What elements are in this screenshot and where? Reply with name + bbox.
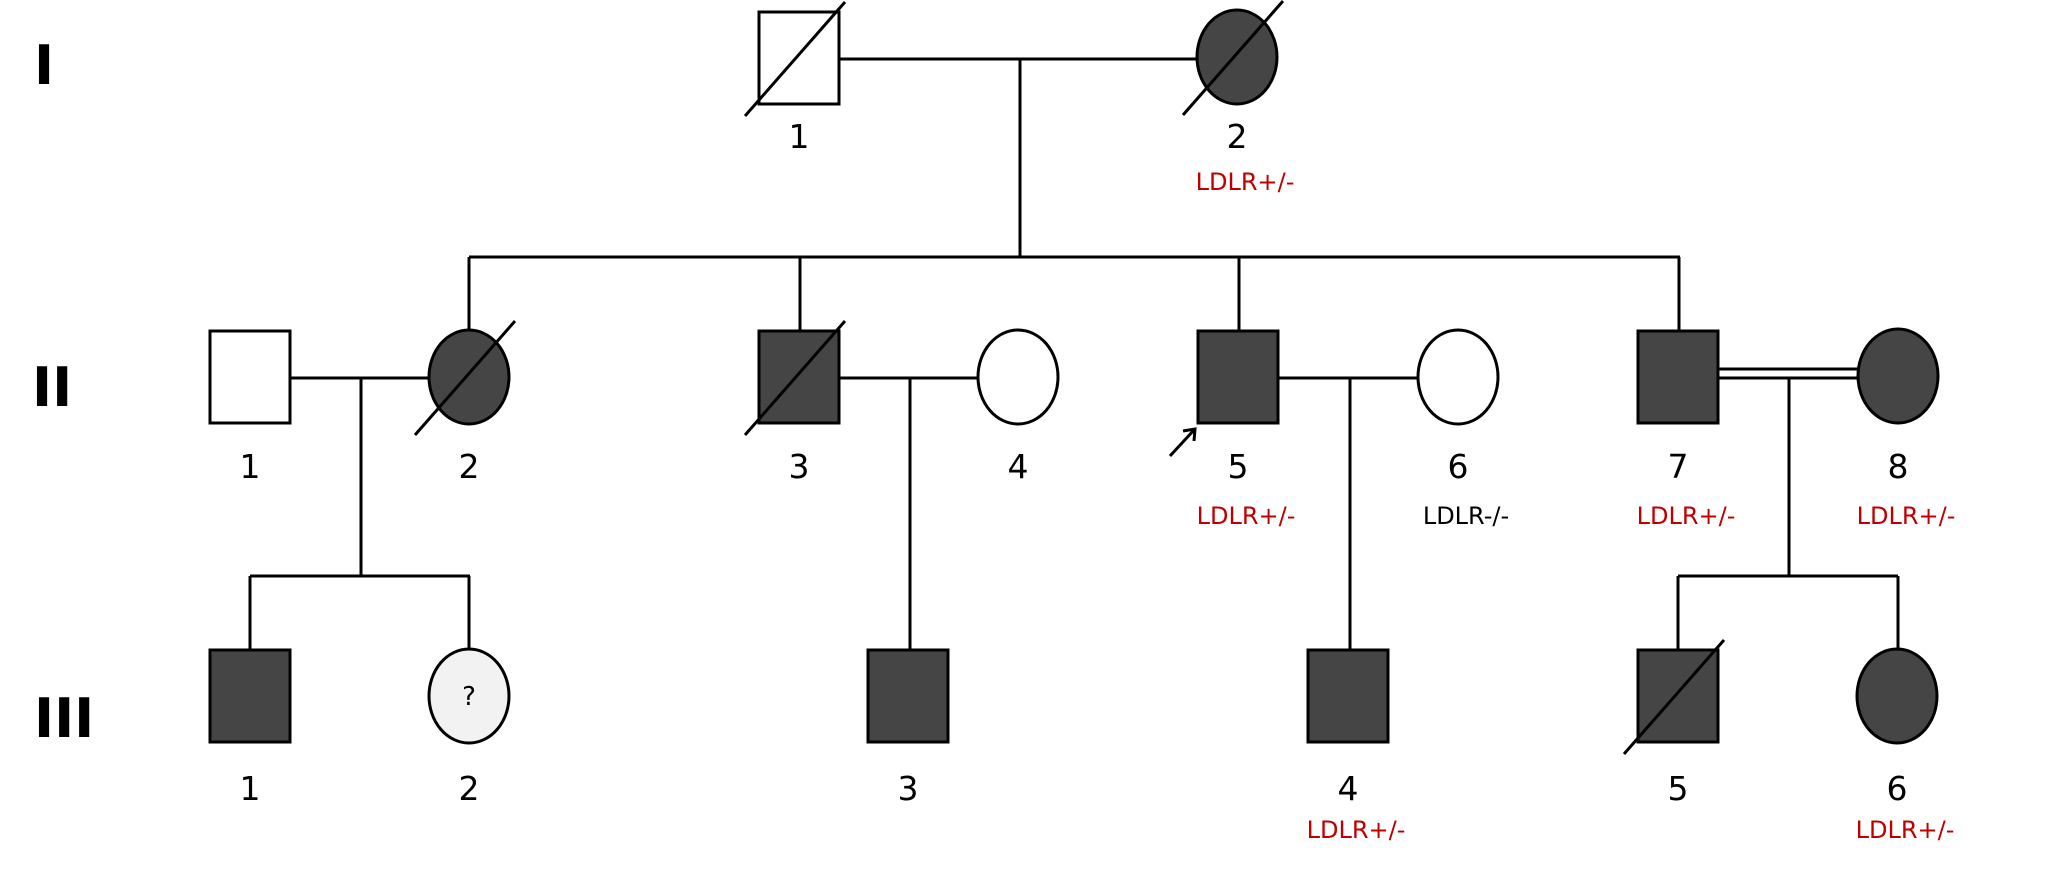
individual-iii-1: 1	[208, 648, 292, 808]
unknown-status-female-circle-icon	[427, 647, 511, 745]
unknown-status-mark: ?	[462, 682, 476, 712]
individual-number-label: 1	[789, 117, 810, 156]
individual-ii-4: 4	[976, 328, 1060, 486]
individual-number-label: 2	[1227, 117, 1248, 156]
individual-number-label: 6	[1448, 447, 1469, 486]
genotype-label: LDLR+/-	[1856, 816, 1955, 844]
generation-label-iii: III	[34, 687, 94, 750]
individual-number-label: 4	[1008, 447, 1029, 486]
individual-i-1: 1	[743, 1, 847, 156]
genotype-label: LDLR+/-	[1637, 502, 1736, 530]
genotype-label: LDLR-/-	[1423, 502, 1509, 530]
individual-iii-2: ?2	[427, 647, 511, 808]
affected-male-square-icon	[1306, 648, 1390, 744]
individual-ii-1: 1	[208, 329, 292, 486]
individual-number-label: 3	[898, 769, 919, 808]
genotype-label: LDLR+/-	[1857, 502, 1956, 530]
unaffected-male-square-icon	[208, 329, 292, 425]
individual-number-label: 6	[1887, 769, 1908, 808]
individual-number-label: 7	[1668, 447, 1689, 486]
individual-number-label: 1	[240, 447, 261, 486]
proband-arrow-icon	[1168, 428, 1196, 458]
affected-male-square-icon	[866, 648, 950, 744]
affected-male-square-icon	[208, 648, 292, 744]
individual-number-label: 5	[1228, 447, 1249, 486]
deceased-slash-icon	[413, 320, 517, 436]
individual-number-label: 4	[1338, 769, 1359, 808]
deceased-slash-icon	[743, 320, 847, 436]
unaffected-female-circle-icon	[976, 328, 1060, 426]
individual-number-label: 3	[789, 447, 810, 486]
genotype-label: LDLR+/-	[1196, 168, 1295, 196]
unaffected-male-square-icon	[757, 10, 841, 106]
individual-number-label: 8	[1888, 447, 1909, 486]
affected-female-circle-icon	[1856, 327, 1940, 425]
deceased-slash-icon	[1181, 0, 1285, 116]
individual-number-label: 2	[459, 769, 480, 808]
individual-iii-3: 3	[866, 648, 950, 808]
pedigree-lines	[248, 57, 1900, 649]
affected-female-circle-icon	[1855, 647, 1939, 745]
affected-female-circle-icon	[427, 328, 511, 426]
individual-ii-3: 3	[743, 320, 847, 486]
affected-male-square-icon	[1196, 329, 1280, 425]
unaffected-female-circle-icon	[1416, 328, 1500, 426]
deceased-slash-icon	[1622, 639, 1726, 755]
individual-number-label: 5	[1668, 769, 1689, 808]
genotype-label: LDLR+/-	[1197, 502, 1296, 530]
individual-iii-5: 5	[1622, 639, 1726, 808]
individual-number-label: 2	[459, 447, 480, 486]
generation-label-i: I	[34, 34, 54, 97]
individual-ii-2: 2	[413, 320, 517, 486]
affected-male-square-icon	[1636, 648, 1720, 744]
proband-arrowhead-icon	[1182, 427, 1197, 442]
affected-female-circle-icon	[1195, 8, 1279, 106]
generation-label-ii: II	[32, 356, 72, 419]
deceased-slash-icon	[743, 1, 847, 117]
individual-number-label: 1	[240, 769, 261, 808]
affected-male-square-icon	[757, 329, 841, 425]
genotype-label: LDLR+/-	[1307, 816, 1406, 844]
affected-male-square-icon	[1636, 329, 1720, 425]
